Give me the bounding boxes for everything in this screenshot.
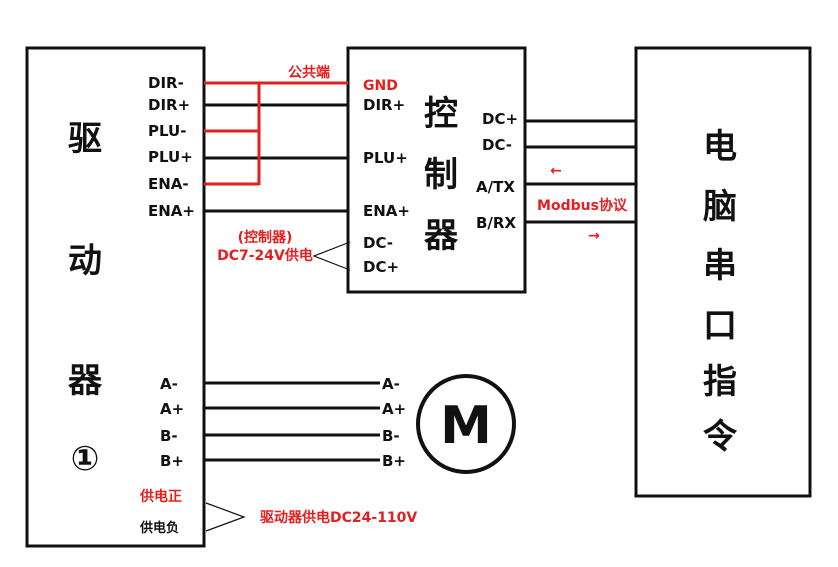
driver-pin-label: DIR+ [148,96,190,114]
driver-power-bracket [205,502,246,532]
motor-pin-label: B+ [382,452,406,470]
driver-motor-pin-label: B+ [160,452,184,470]
pc-title-char: 指 [703,362,737,402]
controller-right-pin-label: A/TX [476,178,515,196]
controller-pin-label: DC- [363,234,393,252]
modbus-arrow-right: → [588,228,600,244]
controller-pin-gnd: GND [363,78,398,94]
pc-box [634,46,812,498]
driver-box [25,46,206,548]
controller-pin-label: PLU+ [363,149,408,167]
driver-title-char: ① [71,439,100,479]
pc-title-char: 口 [703,306,737,346]
driver-title-char: 动 [68,241,102,281]
driver-pin-label: DIR- [148,74,184,92]
driver-motor-pin-label: B- [160,427,178,445]
driver-motor-pin-label: A- [160,375,178,393]
controller-right-pin-label: DC+ [482,110,518,128]
controller-pin-label: ENA+ [363,202,410,220]
motor-letter: M [440,396,492,456]
controller-pin-label: DIR+ [363,96,405,114]
controller-title-char: 器 [424,216,459,256]
controller-right-pin-label: DC- [482,136,512,154]
driver-power-pos-label: 供电正 [139,488,182,505]
controller-title-char: 制 [424,155,458,195]
pc-title-char: 串 [703,246,737,286]
driver-pin-label: PLU- [148,122,186,140]
driver-power-neg-label: 供电负 [139,520,179,536]
modbus-arrow-left: ← [550,163,562,179]
modbus-label: Modbus协议 [537,197,628,214]
pc-title-char: 令 [703,417,738,457]
controller-pin-label: DC+ [363,258,399,276]
controller-power-bracket [312,241,351,271]
driver-title-char: 驱 [68,119,102,159]
driver-power-note: 驱动器供电DC24-110V [260,509,417,526]
motor-symbol [416,374,516,474]
common-terminal-label: 公共端 [288,64,330,81]
driver-pin-label: ENA+ [148,202,195,220]
motor-pin-label: A- [382,375,400,393]
motor-pin-label: A+ [382,400,406,418]
driver-pin-label: ENA- [148,175,189,193]
driver-title-char: 器 [68,361,103,401]
controller-title-char: 控 [424,94,458,134]
controller-right-pin-label: B/RX [476,214,516,232]
motor-pin-label: B- [382,427,400,445]
pc-title-char: 电 [703,127,737,167]
controller-power-note-line2: DC7-24V供电 [217,247,313,264]
driver-pin-label: PLU+ [148,148,193,166]
controller-box [346,46,527,294]
pc-title-char: 脑 [703,187,737,227]
driver-motor-pin-label: A+ [160,400,184,418]
controller-power-note-line1: (控制器) [238,229,293,246]
